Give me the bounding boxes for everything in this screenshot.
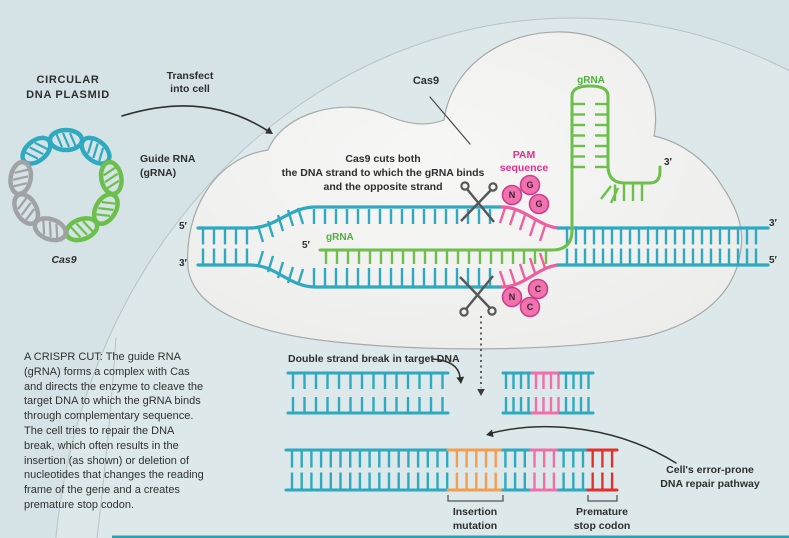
dna-right-5prime-label: 5′: [769, 255, 777, 266]
pam-circles: [501, 174, 550, 318]
plasmid-cas9-label: Cas9: [51, 254, 77, 266]
pam-letter-g1: G: [526, 180, 534, 190]
scissors-icon: [459, 275, 497, 317]
repaired-dna: [284, 448, 619, 502]
grna-3prime-label: 3′: [664, 157, 672, 168]
plasmid-ring: [8, 127, 124, 243]
pam-letter-g2: G: [535, 199, 543, 209]
break-label-arrow: [432, 358, 465, 384]
grna-5prime-label: 5′: [302, 240, 310, 251]
transfect-arrow: [121, 105, 273, 134]
pam-letter-n-top: N: [508, 190, 516, 200]
guide-rna-label: Guide RNA(gRNA): [140, 153, 196, 179]
pam-letter-c1: C: [534, 284, 542, 294]
grna-rail-label: gRNA: [326, 232, 354, 243]
cell-cas9-label: Cas9: [412, 75, 440, 87]
dotted-break-arrow: [477, 316, 485, 396]
pam-letter-n-bottom: N: [508, 292, 516, 302]
grna-hairpin-label: gRNA: [577, 75, 605, 86]
repair-pathway-arrow: [486, 426, 677, 464]
dna-left-3prime-label: 3′: [179, 258, 187, 269]
grna-hairpin: [318, 84, 662, 264]
pam-letter-c2: C: [526, 302, 534, 312]
dna-left-5prime-label: 5′: [179, 221, 187, 232]
double-strand-break-label: Double strand break in target DNA: [288, 353, 460, 365]
dna-right-3prime-label: 3′: [769, 218, 777, 229]
cas9-pointer-line: [429, 96, 471, 145]
caption-text: A CRISPR CUT: The guide RNA(gRNA) forms …: [24, 351, 204, 511]
target-dna: [196, 205, 770, 289]
double-strand-break-dna: [286, 371, 595, 415]
scissors-icon: [460, 181, 498, 223]
